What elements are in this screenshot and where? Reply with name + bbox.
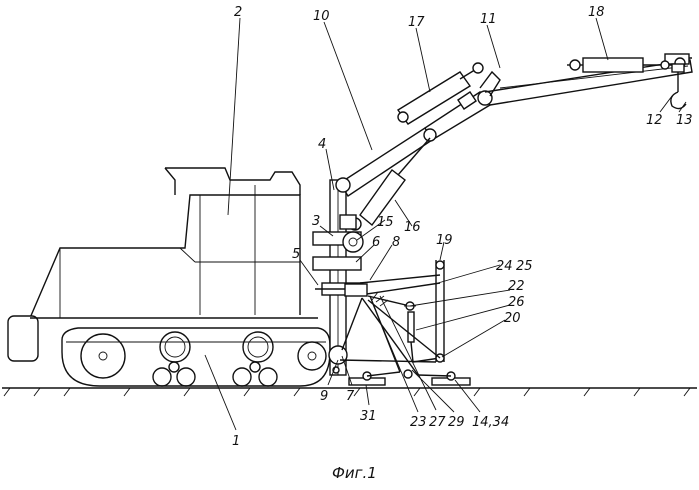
label-11: 11 — [480, 12, 497, 27]
label-27: 27 — [429, 415, 446, 430]
cylinder-16 — [339, 137, 431, 231]
label-29: 29 — [448, 415, 465, 430]
label-19: 19 — [436, 233, 453, 248]
label-13: 13 — [676, 113, 693, 128]
label-16: 16 — [404, 220, 421, 235]
cylinder-18 — [567, 57, 675, 73]
label-26: 26 — [508, 295, 525, 310]
label-1: 1 — [232, 434, 240, 449]
ground — [2, 387, 697, 397]
label-6: 6 — [372, 235, 380, 250]
label-4: 4 — [318, 137, 326, 152]
label-9: 9 — [320, 389, 328, 404]
label-5: 5 — [292, 247, 300, 262]
label-14-34: 14,34 — [472, 415, 509, 430]
crawler-track — [61, 327, 331, 387]
cylinder-17 — [396, 62, 484, 125]
label-25: 25 — [516, 259, 533, 274]
label-8: 8 — [392, 235, 400, 250]
hook — [670, 63, 687, 110]
label-12: 12 — [646, 113, 663, 128]
figure-caption: Фиг.1 — [332, 464, 377, 482]
label-23: 23 — [410, 415, 427, 430]
label-18: 18 — [588, 5, 605, 20]
label-20: 20 — [504, 311, 521, 326]
label-2: 2 — [234, 5, 242, 20]
part-labels: 2 1 4 5 3 6 8 10 17 11 18 12 13 16 15 19… — [232, 5, 693, 449]
label-17: 17 — [408, 15, 425, 30]
support-pads — [348, 369, 471, 386]
outrigger-frame — [315, 260, 445, 376]
label-15: 15 — [377, 215, 394, 230]
label-10: 10 — [313, 9, 330, 24]
label-22: 22 — [508, 279, 525, 294]
leader-lines — [204, 17, 687, 431]
label-7: 7 — [346, 389, 355, 404]
label-31: 31 — [360, 409, 377, 424]
vehicle-body — [7, 167, 318, 362]
label-3: 3 — [312, 214, 320, 229]
label-24: 24 — [496, 259, 513, 274]
